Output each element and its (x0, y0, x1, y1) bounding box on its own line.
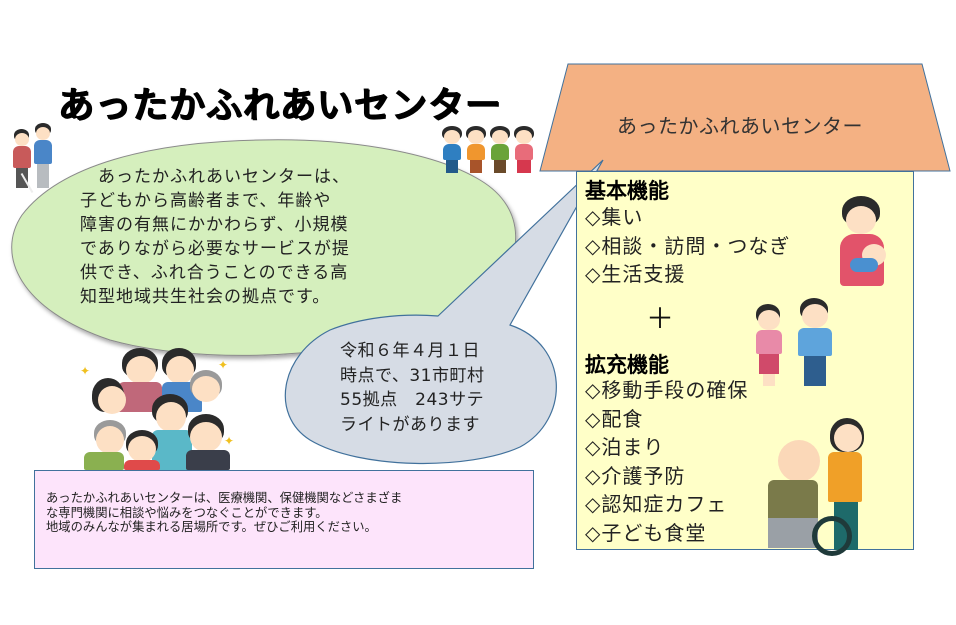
four-children-cheering-illustration (440, 124, 540, 176)
boy-and-girl-cheering-illustration (752, 296, 852, 388)
plus-icon: ＋ (646, 302, 675, 335)
extended-functions-list: ◇移動手段の確保 ◇配食 ◇泊まり ◇介護予防 ◇認知症カフェ ◇子ども食堂 (585, 376, 748, 547)
roof-title: あったかふれあいセンター (617, 114, 863, 138)
extended-function-item: ◇配食 (585, 406, 644, 431)
basic-functions-heading: 基本機能 (585, 179, 669, 203)
mother-holding-baby-illustration (838, 196, 896, 288)
basic-function-item: ◇相談・訪問・つなぎ (585, 233, 791, 258)
info-box: あったかふれあいセンターは、医療機関、保健機関などさまざま な専門機関に相談や悩… (34, 470, 534, 569)
gray-speech-bubble (284, 159, 604, 465)
caregiver-wheelchair-illustration (758, 418, 898, 560)
extended-function-item: ◇泊まり (585, 435, 665, 459)
basic-function-item: ◇集い (585, 205, 644, 229)
sparkle-icon: ✦ (224, 434, 235, 448)
extended-function-item: ◇介護予防 (585, 463, 686, 488)
extended-functions-heading: 拡充機能 (585, 353, 669, 377)
sparkle-icon: ✦ (218, 358, 229, 372)
center-description: あったかふれあいセンターは、 子どもから高齢者まで、年齢や 障害の有無にかかわら… (80, 167, 350, 307)
extended-function-item: ◇移動手段の確保 (585, 378, 749, 402)
extended-function-item: ◇認知症カフェ (585, 492, 728, 516)
extended-function-item: ◇子ども食堂 (585, 520, 707, 545)
house-roof (539, 63, 951, 172)
page-title: あったかふれあいセンター (58, 85, 503, 126)
basic-function-item: ◇生活支援 (585, 262, 686, 286)
basic-functions-list: ◇集い ◇相談・訪問・つなぎ ◇生活支援 (585, 203, 790, 289)
two-men-walking-illustration (8, 122, 60, 194)
info-text: あったかふれあいセンターは、医療機関、保健機関などさまざま な専門機関に相談や悩… (46, 491, 403, 534)
center-count-note: 令和６年４月１日 時点で、31市町村 55拠点 243サテ ライトがあります (340, 341, 485, 435)
sparkle-icon: ✦ (80, 364, 91, 378)
crowd-cheering-illustration: ✦ ✦ ✦ (78, 342, 238, 470)
